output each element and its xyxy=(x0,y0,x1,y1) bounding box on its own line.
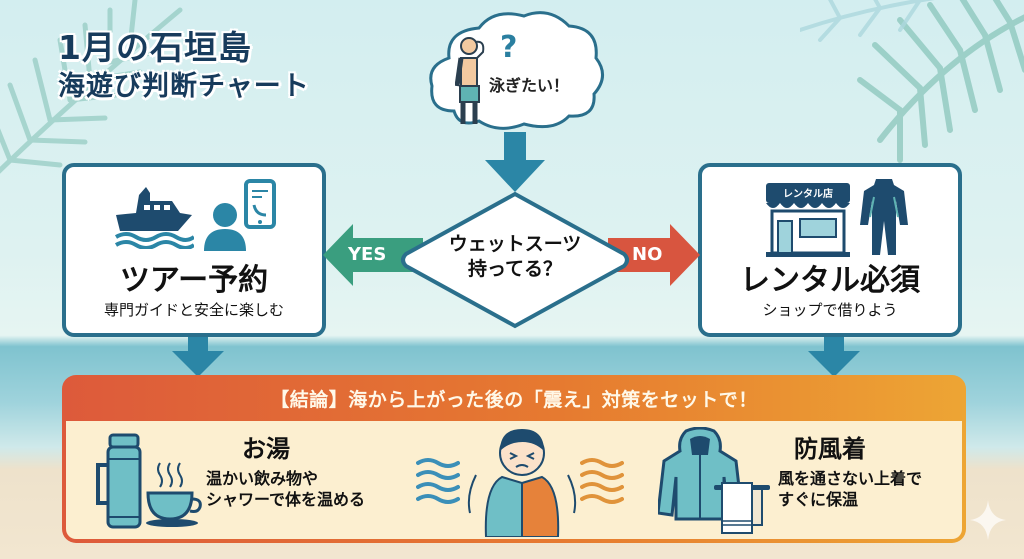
hot-water-desc: 温かい飲み物や シャワーで体を温める xyxy=(206,469,365,511)
conclusion-heading: 【結論】海から上がった後の「震え」対策をセットで！ xyxy=(270,389,758,411)
thermos-icon xyxy=(96,433,142,529)
title-line-1: 1月の石垣島 xyxy=(58,28,252,67)
arrow-down-icon xyxy=(485,132,545,192)
conclusion-body: お湯 温かい飲み物や シャワーで体を温める xyxy=(66,421,962,539)
warm-waves-icon xyxy=(580,458,624,504)
conclusion-panel: 【結論】海から上がった後の「震え」対策をセットで！ お湯 温かい飲み物や シャワ… xyxy=(62,375,966,543)
tour-booking-card: ツアー予約 専門ガイドと安全に楽しむ xyxy=(62,163,326,337)
yes-arrow xyxy=(323,224,423,286)
smartphone-call-icon xyxy=(244,179,276,229)
towel-icon xyxy=(714,482,770,534)
title-line-2: 海遊び判断チャート xyxy=(58,71,310,103)
arrow-down-left-icon xyxy=(172,337,224,377)
chart-title: 1月の石垣島 海遊び判断チャート xyxy=(58,28,310,103)
boat-icon xyxy=(114,187,194,249)
shop-sign-text: レンタル店 xyxy=(783,189,833,200)
tour-booking-subtitle: 専門ガイドと安全に楽しむ xyxy=(103,301,284,319)
windbreaker-desc-line-1: 風を通さない上着で xyxy=(778,469,923,488)
hot-cup-icon xyxy=(146,462,202,527)
rental-shop-icon xyxy=(766,183,850,257)
windbreaker-desc: 風を通さない上着で すぐに保温 xyxy=(778,469,922,511)
rental-required-card: レンタル店 レンタル必須 ショップで借りよう xyxy=(698,163,962,337)
windbreaker-desc-line-2: すぐに保温 xyxy=(778,489,859,509)
palm-leaf-left-icon xyxy=(0,0,183,174)
rental-required-subtitle: ショップで借りよう xyxy=(762,301,898,319)
question-mark-icon: ? xyxy=(500,30,518,65)
rental-required-title: レンタル必須 xyxy=(740,263,920,298)
thought-text: 泳ぎたい！ xyxy=(489,76,570,95)
yes-label: YES xyxy=(348,244,387,265)
wetsuit-icon xyxy=(860,179,908,255)
cold-waves-icon xyxy=(416,458,460,504)
no-arrow xyxy=(608,224,700,286)
no-label: NO xyxy=(632,244,663,265)
decision-diamond xyxy=(401,191,629,329)
decision-line-2: 持ってる？ xyxy=(467,257,563,280)
shivering-person-icon xyxy=(467,429,577,537)
palm-leaf-right-icon xyxy=(800,0,1024,163)
swimmer-thinking-icon xyxy=(455,37,485,124)
arrow-down-right-icon xyxy=(808,337,860,377)
person-icon xyxy=(204,203,246,251)
hot-water-desc-line-2: シャワーで体を温める xyxy=(206,489,366,509)
hot-water-desc-line-1: 温かい飲み物や xyxy=(206,469,319,488)
sparkle-icon xyxy=(970,500,1006,540)
tour-booking-title: ツアー予約 xyxy=(119,263,269,298)
decision-line-1: ウェットスーツ xyxy=(448,233,582,255)
hot-water-title: お湯 xyxy=(242,435,290,463)
thought-cloud xyxy=(429,11,604,130)
windbreaker-title: 防風着 xyxy=(794,435,866,463)
decision-question: ウェットスーツ 持ってる？ xyxy=(398,232,632,281)
